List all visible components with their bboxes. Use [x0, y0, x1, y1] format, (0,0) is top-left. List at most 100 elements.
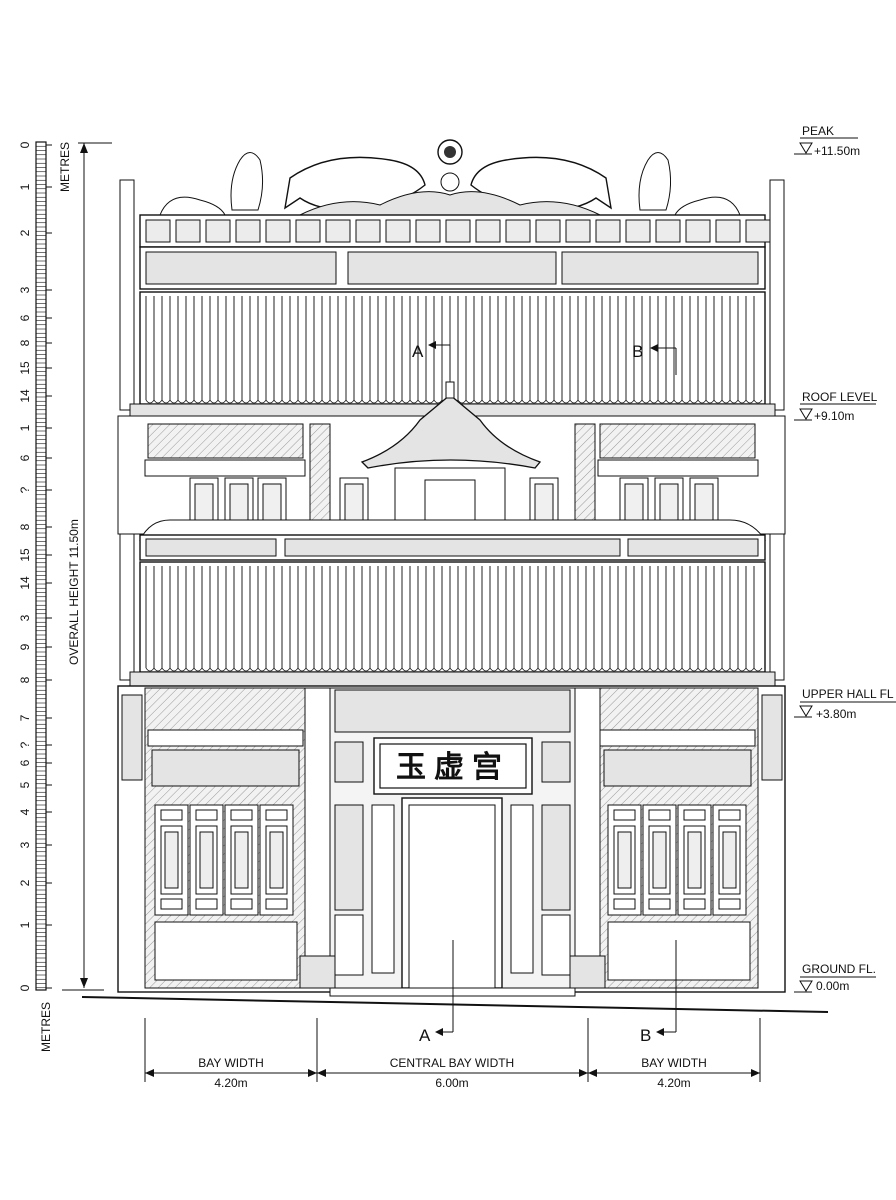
roof-tile-end	[161, 399, 171, 404]
crest-panel	[205, 219, 231, 243]
level-peak: PEAK +11.50m	[794, 124, 860, 158]
scale-tick-label: 6	[18, 759, 32, 766]
roof-tile-end	[177, 399, 187, 404]
roof-tile-end	[297, 399, 307, 404]
roof-tile-end	[313, 399, 323, 404]
roof-tile-end	[689, 399, 699, 404]
crest-panel	[355, 219, 381, 243]
level-value: +3.80m	[816, 707, 856, 721]
scale-tick-label: 7	[18, 714, 32, 721]
roof-tile-end	[249, 667, 259, 672]
arrow-up-icon	[80, 143, 88, 153]
scale-tick-label: 5	[18, 781, 32, 788]
roof-tile-end	[465, 399, 475, 404]
roof-tile-end	[169, 399, 179, 404]
lattice-door-inset	[617, 831, 632, 889]
level-triangle-icon	[799, 408, 813, 420]
column-base-left	[299, 955, 336, 989]
lattice-door-top	[613, 809, 636, 821]
dimension-value: 4.20m	[214, 1076, 247, 1090]
frieze-panel-center	[347, 251, 557, 285]
left-dragon-finial	[230, 152, 264, 211]
level-markers: PEAK +11.50m ROOF LEVEL +9.10m UPPER HAL…	[794, 124, 896, 993]
right-side-panel	[761, 694, 783, 781]
roof-tile-end	[409, 667, 419, 672]
section-marker-b-top: B	[632, 342, 643, 361]
upper-right-beam	[597, 459, 759, 477]
roof-tile-end	[257, 399, 267, 404]
side-panel	[371, 804, 395, 974]
pearl-core	[444, 146, 456, 158]
roof-tile-end	[553, 399, 563, 404]
side-panel	[510, 804, 534, 974]
panel	[541, 914, 571, 976]
right-dragon-finial	[638, 152, 672, 211]
crest-panel	[685, 219, 711, 243]
roof-tile-end	[393, 667, 403, 672]
scale-tick-label: 14	[18, 576, 32, 590]
level-value: +9.10m	[814, 409, 854, 423]
upper-window-pane	[659, 483, 679, 525]
roof-tile-end	[729, 399, 739, 404]
level-name: ROOF LEVEL	[802, 390, 878, 404]
level-name: UPPER HALL FL	[802, 687, 894, 701]
roof-tile-end	[201, 667, 211, 672]
right-beam	[599, 729, 756, 747]
scale-tick-label: 8	[18, 523, 32, 530]
lower-roof-eave	[129, 671, 776, 687]
lattice-door-top	[195, 809, 218, 821]
name-plaque	[379, 743, 527, 789]
roof-tile-end	[185, 667, 195, 672]
roof-tile-end	[201, 399, 211, 404]
lower-frieze-panel	[284, 538, 621, 557]
upper-left-beam	[144, 459, 306, 477]
roof-tile-end	[185, 399, 195, 404]
section-marker-a-top: A	[412, 342, 424, 361]
scale-tick-label: 6	[18, 314, 32, 321]
lattice-door-top	[230, 809, 253, 821]
upper-window-pane	[262, 483, 282, 525]
roof-tile-end	[681, 399, 691, 404]
dimension-value: 4.20m	[657, 1076, 690, 1090]
upper-window-pane	[624, 483, 644, 525]
roof-tile-end	[665, 399, 675, 404]
section-arrow-icon	[650, 344, 658, 352]
roof-tile-end	[193, 399, 203, 404]
roof-tile-end	[305, 667, 315, 672]
roof-tile-end	[369, 667, 379, 672]
scale-tick-label: 8	[18, 339, 32, 346]
pavilion-roof	[360, 394, 542, 469]
upper-column	[309, 423, 331, 535]
scale-tick-label: 0	[18, 141, 32, 148]
roof-tile-end	[665, 667, 675, 672]
scale-unit-bottom: METRES	[39, 1002, 53, 1052]
scale-tick-label: ?	[18, 741, 32, 748]
level-name: GROUND FL.	[802, 962, 876, 976]
roof-tile-end	[585, 399, 595, 404]
crest-panel	[445, 219, 471, 243]
carved-panel	[334, 741, 364, 783]
roof-tile-end	[353, 399, 363, 404]
lattice-door-inset	[269, 831, 284, 889]
roof-tile-end	[145, 667, 155, 672]
roof-tile-end	[745, 667, 755, 672]
roof-tile-end	[449, 667, 459, 672]
dimension-arrows	[145, 1069, 760, 1077]
upper-window-pane	[194, 483, 214, 525]
scale-tick-label: 14	[18, 389, 32, 403]
lattice-door-bottom	[718, 898, 741, 910]
roof-tile-end	[265, 667, 275, 672]
right-carved-panel	[603, 749, 752, 787]
scale-tick-label: 3	[18, 841, 32, 848]
roof-tile-end	[689, 667, 699, 672]
lattice-door-inset	[687, 831, 702, 889]
roof-tile-end	[505, 667, 515, 672]
level-triangle-icon	[799, 980, 813, 992]
lattice-door-inset	[199, 831, 214, 889]
roof-tile-end	[497, 399, 507, 404]
roof-tile-end	[609, 399, 619, 404]
roof-tile-end	[657, 667, 667, 672]
level-upper-hall: UPPER HALL FL +3.80m	[794, 687, 896, 721]
left-carved-panel	[151, 749, 300, 787]
